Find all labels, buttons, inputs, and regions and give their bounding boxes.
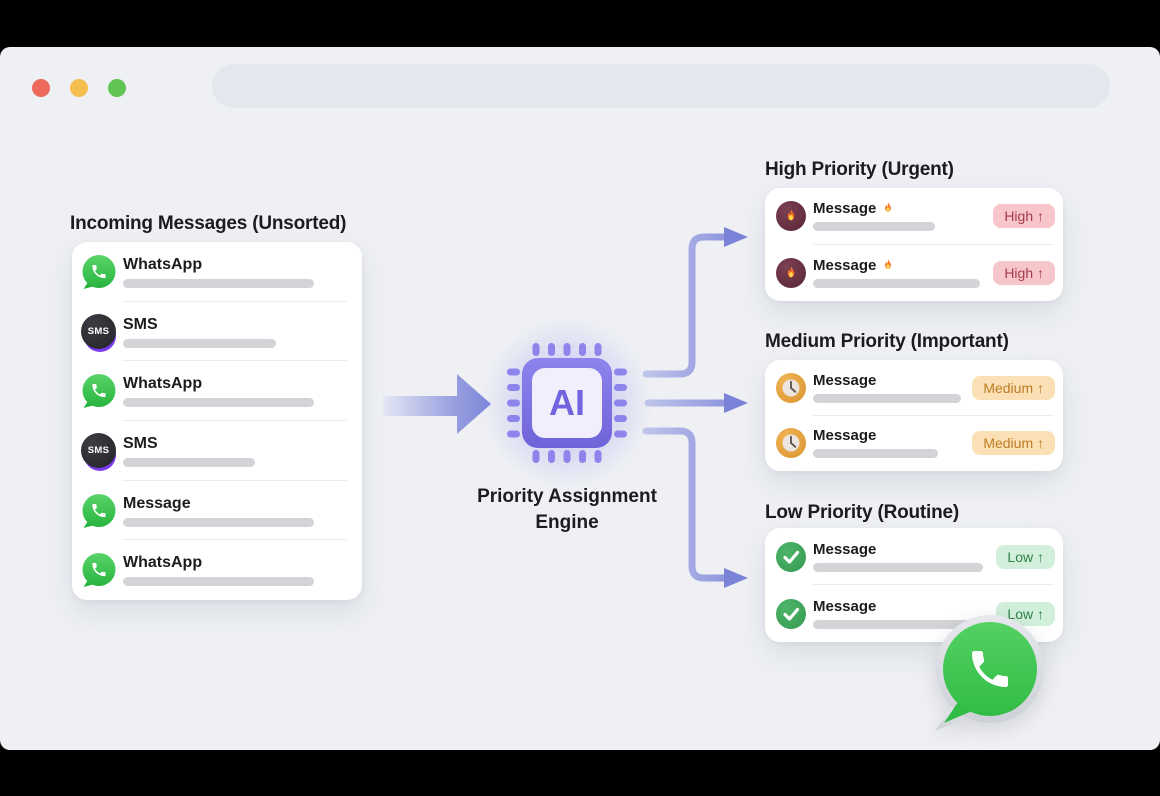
skeleton-text-bar: [813, 449, 938, 459]
skeleton-text-bar: [123, 278, 314, 288]
window-zoom-button[interactable]: [108, 79, 126, 97]
priority-badge: High ↑: [993, 204, 1055, 229]
chip-label: AI: [549, 382, 585, 423]
flow-arrows-out: [642, 227, 748, 588]
priority-badge: Low ↑: [996, 601, 1055, 626]
list-item: Message High ↑: [765, 188, 1063, 245]
list-item: Message: [72, 481, 362, 541]
skeleton-text-bar: [123, 577, 314, 587]
high-priority-card: Message High ↑: [765, 188, 1063, 301]
skeleton-text-bar: [123, 457, 255, 467]
list-item: SMS SMS: [72, 302, 362, 362]
medium-priority-card: Message Medium ↑ Message Medium ↑: [765, 360, 1063, 471]
message-label: Message: [813, 540, 877, 558]
list-item: WhatsApp: [72, 242, 362, 302]
skeleton-text-bar: [123, 398, 314, 408]
low-priority-card: Message Low ↑ Message Low ↑: [765, 528, 1063, 642]
skeleton-text-bar: [813, 619, 987, 629]
list-item: Message High ↑: [765, 245, 1063, 302]
skeleton-text-bar: [813, 562, 983, 572]
list-item: WhatsApp: [72, 540, 362, 600]
high-priority-title: High Priority (Urgent): [765, 159, 954, 180]
message-label: Message: [813, 597, 877, 615]
ai-chip-icon: AI: [507, 343, 627, 463]
list-item: Message Low ↑: [765, 585, 1063, 642]
list-item: Message Medium ↑: [765, 416, 1063, 472]
address-bar[interactable]: [212, 64, 1110, 108]
whatsapp-icon: [81, 493, 117, 529]
window-close-button[interactable]: [32, 79, 50, 97]
message-label: Message: [813, 200, 877, 218]
fire-icon: [776, 201, 806, 232]
sms-icon: SMS: [81, 432, 117, 471]
message-source-label: WhatsApp: [123, 255, 203, 273]
message-source-label: Message: [123, 494, 191, 512]
priority-badge: High ↑: [993, 260, 1055, 285]
priority-badge: Medium ↑: [972, 431, 1055, 456]
message-label: Message: [813, 427, 877, 445]
message-source-label: WhatsApp: [123, 375, 203, 393]
fire-icon: [881, 201, 895, 217]
list-item: WhatsApp: [72, 361, 362, 421]
whatsapp-icon: [81, 254, 117, 290]
fire-icon: [881, 258, 895, 274]
medium-priority-title: Medium Priority (Important): [765, 331, 1009, 352]
message-source-label: SMS: [123, 434, 158, 452]
message-label: Message: [813, 371, 877, 389]
incoming-messages-title: Incoming Messages (Unsorted): [70, 213, 347, 234]
list-item: Message Medium ↑: [765, 360, 1063, 416]
flow-arrow-in: [383, 374, 491, 434]
check-icon: [776, 541, 806, 572]
clock-icon: [776, 372, 806, 403]
skeleton-text-bar: [813, 278, 980, 288]
engine-caption: Priority Assignment Engine: [477, 486, 657, 533]
incoming-messages-card: WhatsApp SMS SMS Wha: [72, 242, 362, 600]
sms-icon: SMS: [81, 313, 117, 352]
clock-icon: [776, 428, 806, 459]
check-icon: [776, 598, 806, 629]
skeleton-text-bar: [813, 222, 935, 232]
low-priority-title: Low Priority (Routine): [765, 502, 960, 523]
message-source-label: WhatsApp: [123, 554, 203, 572]
skeleton-text-bar: [813, 393, 961, 403]
priority-badge: Medium ↑: [972, 375, 1055, 400]
fire-icon: [776, 257, 806, 288]
skeleton-text-bar: [123, 517, 314, 527]
priority-badge: Low ↑: [996, 544, 1055, 569]
skeleton-text-bar: [123, 338, 276, 348]
whatsapp-logo-icon: [935, 615, 1044, 731]
whatsapp-icon: [81, 552, 117, 588]
message-label: Message: [813, 256, 877, 274]
window-minimize-button[interactable]: [70, 79, 88, 97]
list-item: SMS SMS: [72, 421, 362, 481]
list-item: Message Low ↑: [765, 528, 1063, 585]
message-source-label: SMS: [123, 315, 158, 333]
whatsapp-icon: [81, 373, 117, 409]
